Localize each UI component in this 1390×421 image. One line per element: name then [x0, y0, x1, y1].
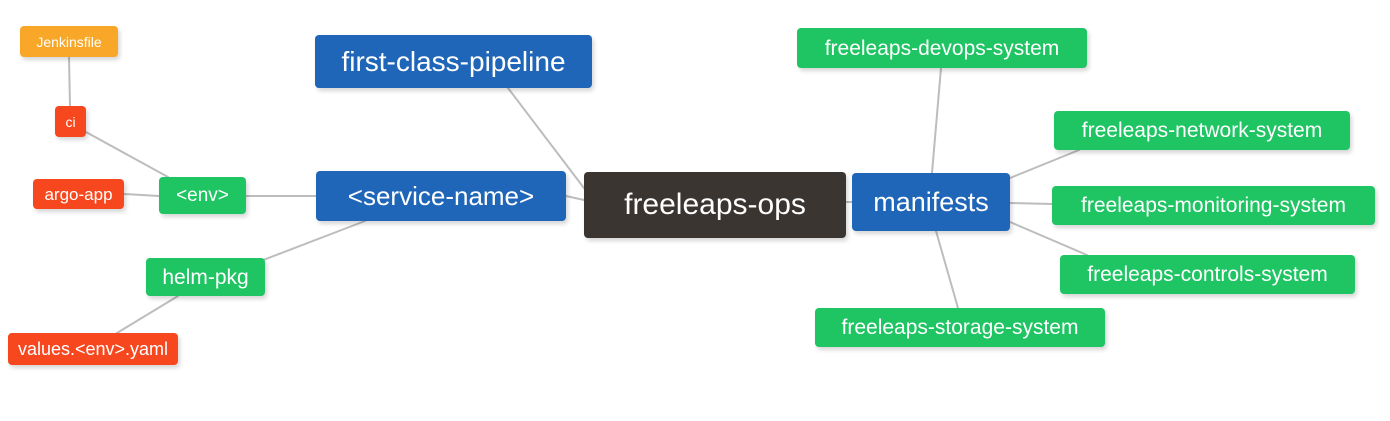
edge-service-name-to-helm-pkg — [257, 220, 366, 263]
edge-argo-app-to-env — [123, 193, 160, 197]
mindmap-node-freeleaps-network-system[interactable]: freeleaps-network-system — [1054, 111, 1350, 150]
edge-ci-to-env — [85, 131, 169, 178]
edge-manifests-to-freeleaps-controls-system — [1009, 221, 1088, 256]
edge-manifests-to-freeleaps-monitoring-system — [1009, 202, 1053, 205]
mindmap-node-freeleaps-controls-system[interactable]: freeleaps-controls-system — [1060, 255, 1355, 294]
mindmap-node-freeleaps-devops-system[interactable]: freeleaps-devops-system — [797, 28, 1087, 68]
mindmap-node-first-class-pipeline[interactable]: first-class-pipeline — [315, 35, 592, 88]
mindmap-node-jenkinsfile[interactable]: Jenkinsfile — [20, 26, 118, 57]
mindmap-node-env[interactable]: <env> — [159, 177, 246, 214]
edge-manifests-to-freeleaps-network-system — [1009, 149, 1080, 179]
mindmap-node-ci[interactable]: ci — [55, 106, 86, 137]
mindmap-node-freeleaps-ops[interactable]: freeleaps-ops — [584, 172, 846, 238]
mindmap-node-values-env-yaml[interactable]: values.<env>.yaml — [8, 333, 178, 365]
edge-jenkinsfile-to-ci — [68, 56, 71, 107]
edge-service-name-to-freeleaps-ops — [565, 195, 585, 201]
edge-manifests-to-freeleaps-devops-system — [931, 67, 942, 174]
edge-helm-pkg-to-values-env-yaml — [116, 295, 179, 334]
edge-manifests-to-freeleaps-storage-system — [935, 230, 959, 309]
mindmap-node-helm-pkg[interactable]: helm-pkg — [146, 258, 265, 296]
mindmap-node-freeleaps-storage-system[interactable]: freeleaps-storage-system — [815, 308, 1105, 347]
mindmap-node-freeleaps-monitoring-system[interactable]: freeleaps-monitoring-system — [1052, 186, 1375, 225]
mindmap-node-service-name[interactable]: <service-name> — [316, 171, 566, 221]
mindmap-node-argo-app[interactable]: argo-app — [33, 179, 124, 209]
mindmap-node-manifests[interactable]: manifests — [852, 173, 1010, 231]
